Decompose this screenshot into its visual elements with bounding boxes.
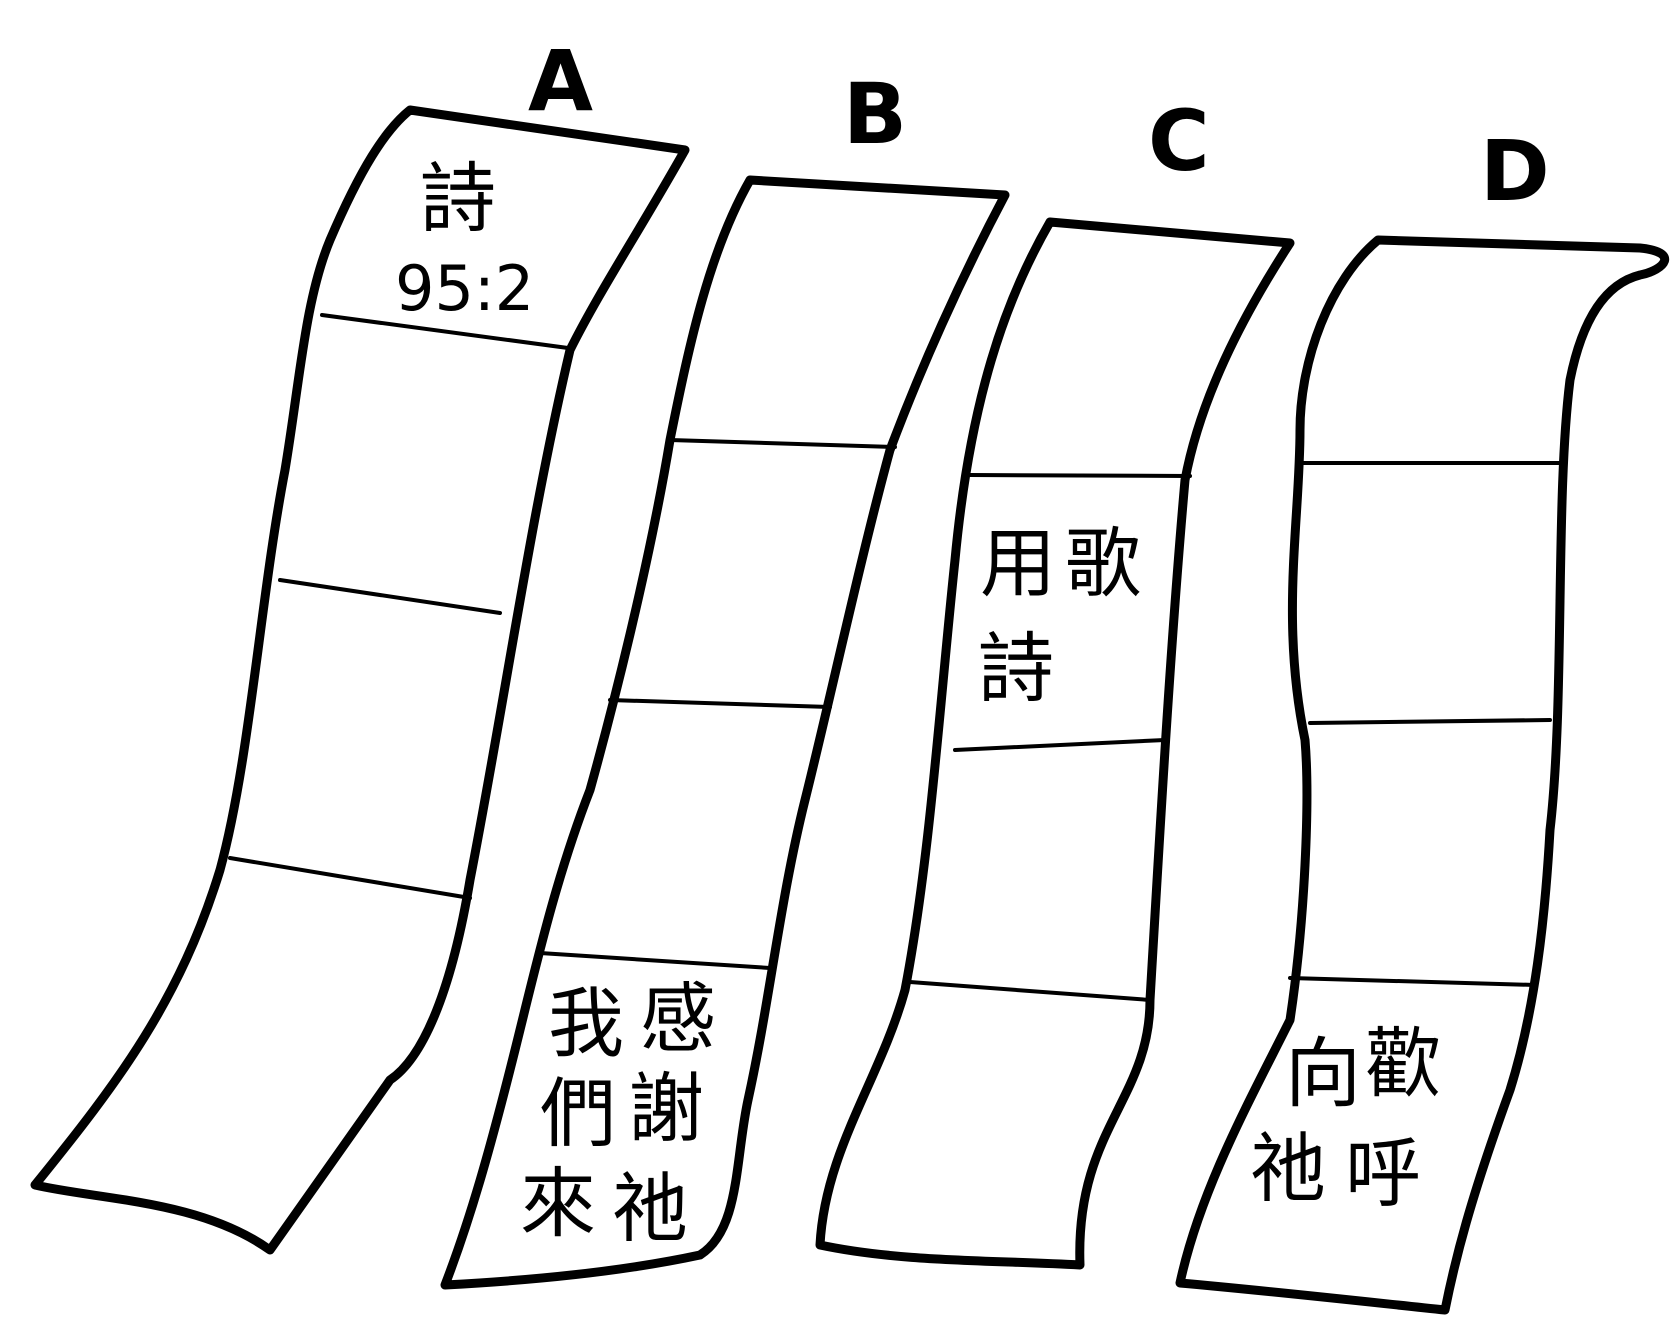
strip-b-char-5: 們 (540, 1069, 616, 1158)
strip-b-char-6: 來 (520, 1159, 596, 1248)
strip-b-label: B (843, 65, 907, 163)
strip-d-char-1: 歡 (1365, 1019, 1441, 1108)
strip-d-char-3: 向 (1285, 1029, 1361, 1118)
strip-a-reference: 95:2 (395, 252, 534, 325)
strip-d-char-2: 呼 (1345, 1129, 1421, 1218)
strip-c-char-2: 用 (980, 519, 1056, 608)
strip-a-label: A (528, 32, 593, 130)
strip-a-char-1: 詩 (420, 154, 496, 243)
strip-c-char-1: 歌 (1065, 519, 1141, 608)
strip-b-char-3: 祂 (612, 1164, 688, 1253)
strip-c-char-3: 詩 (978, 624, 1054, 713)
strip-c-label: C (1148, 92, 1210, 190)
strip-d-char-4: 祂 (1250, 1124, 1326, 1213)
strip-d-label: D (1480, 122, 1550, 220)
strip-b-char-4: 我 (548, 979, 624, 1068)
strip-b-char-2: 謝 (628, 1064, 704, 1153)
strip-b-char-1: 感 (640, 974, 716, 1063)
